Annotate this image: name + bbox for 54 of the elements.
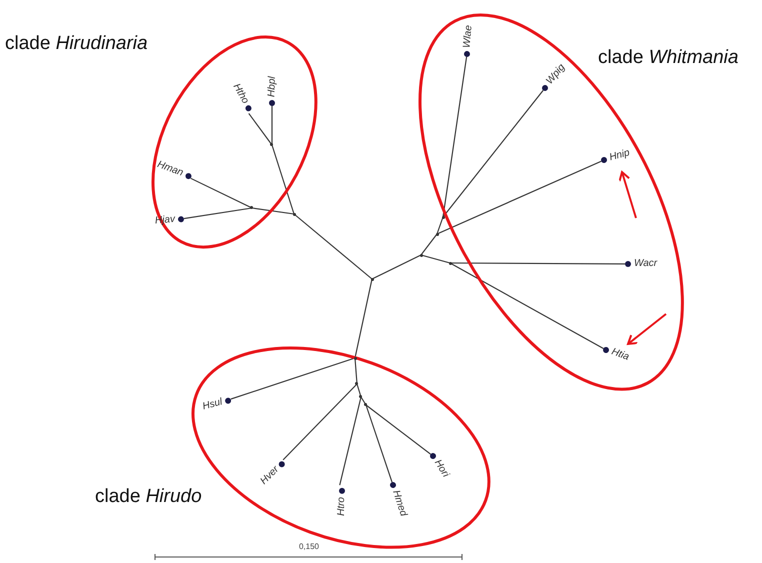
taxon-label: Hbpl [266,76,279,98]
tree-branch [190,178,252,208]
branch-junction [359,395,362,398]
branch-junction [354,356,356,360]
taxon-label: Htro [336,496,348,516]
tree-branch [436,160,602,234]
clade-label: clade Hirudinaria [5,32,148,56]
tree-branch [282,384,358,460]
tree-branch [450,262,604,350]
tree-branch [360,396,366,406]
branch-junction [364,403,368,406]
clade-label: clade Whitmania [598,46,738,70]
clade-label: clade Hirudo [95,484,202,509]
taxon-label: Wacr [634,258,658,270]
branch-junction [442,216,444,218]
tree-branch [366,404,431,455]
taxon-label: Wlae [462,24,476,49]
branch-junction [355,382,358,386]
branch-junction [420,254,422,256]
taxon-label: Hmed [389,488,409,518]
branch-junction [250,206,254,210]
tree-branch [420,234,438,256]
tree-branch [354,358,358,384]
taxon-label: Hori [431,458,451,480]
tree-branch [420,254,450,264]
tree-branch [230,357,356,400]
scale-label: 0,150 [298,542,320,552]
tree-branch [339,396,362,486]
tree-branch [365,404,393,482]
tree-branch [252,207,294,215]
tree-branch [372,254,422,280]
tree-branch [450,262,625,265]
taxon-label: Htia [610,346,630,364]
taxon-label: Hjav [154,214,176,228]
taxon-label: Hsul [201,396,224,414]
arrow [627,313,667,345]
branch-junction [292,212,296,216]
tree-branch [271,144,295,214]
arrow [618,171,637,218]
tree-branch [354,278,373,358]
taxon-label: Hnip [608,147,632,164]
taxon-label: Hman [155,159,185,180]
branch-junction [448,262,452,264]
tree-branch [436,216,444,234]
branch-junction [436,232,438,236]
tree-branch [294,214,372,280]
tree-branch [271,106,273,145]
tree-branch [184,207,252,220]
branch-junction [370,278,374,280]
tree-branch [248,113,272,146]
tree-branch [356,384,362,398]
tree-branch [442,56,468,218]
tree-branch [442,90,544,218]
branch-junction [270,143,274,146]
